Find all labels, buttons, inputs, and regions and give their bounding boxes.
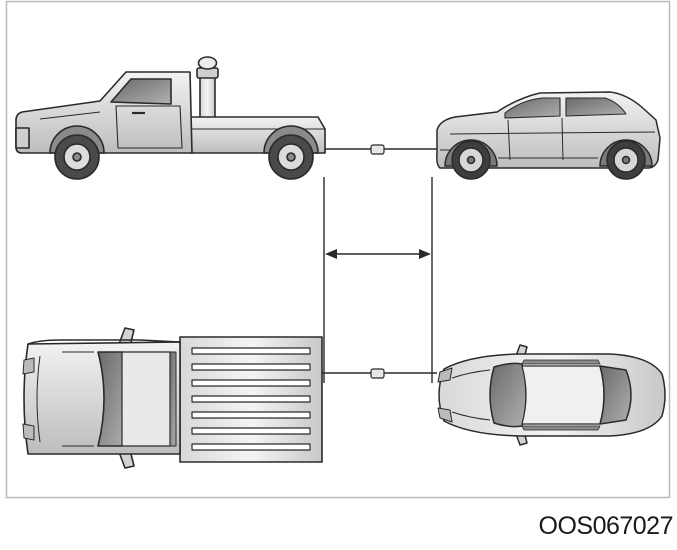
arrow-right-icon xyxy=(419,249,431,259)
tow-hook-side xyxy=(370,144,385,155)
figure-code: OOS067027 xyxy=(538,512,674,540)
arrow-left-icon xyxy=(325,249,337,259)
figure-frame xyxy=(5,0,671,499)
tow-truck-top xyxy=(22,327,323,469)
distance-dimension xyxy=(323,177,433,383)
towed-car-side xyxy=(436,91,661,180)
tow-line-top xyxy=(322,368,437,379)
tow-truck-side xyxy=(15,56,326,180)
towed-car-top xyxy=(437,344,666,446)
tow-hook-top xyxy=(370,368,385,379)
tow-line-side xyxy=(325,144,437,155)
